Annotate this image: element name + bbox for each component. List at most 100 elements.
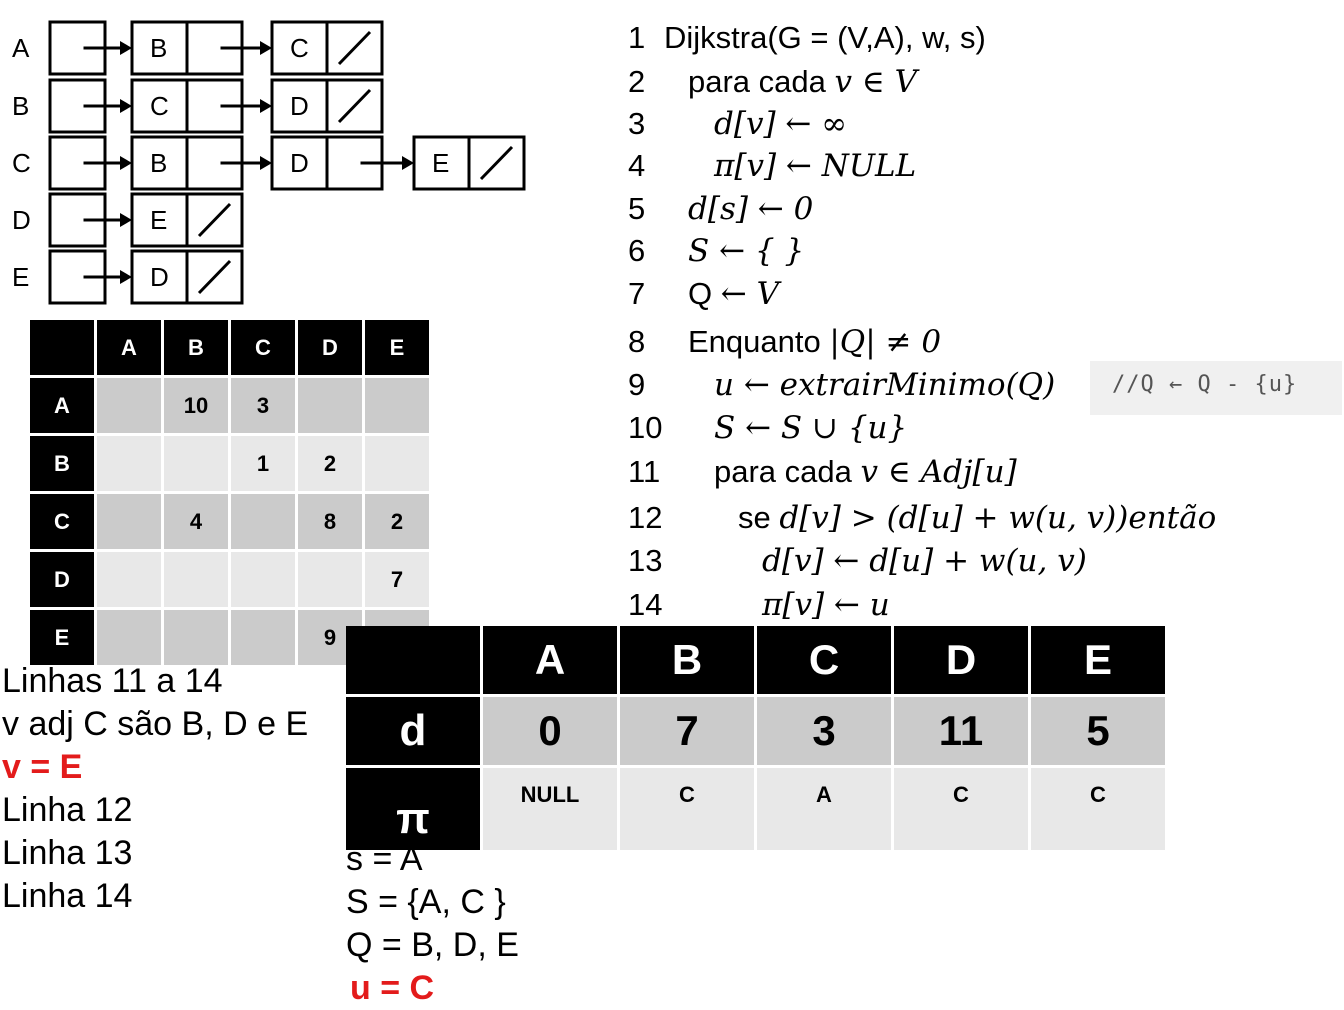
note-line-12: Linha 12 xyxy=(2,791,133,829)
line-number: 7 xyxy=(628,276,646,311)
code-math: d[v] > (d[u] + w(u, v))então xyxy=(779,500,1217,536)
distance-cell: 0 xyxy=(483,697,620,768)
code-math: v ∈ V xyxy=(834,64,918,100)
matrix-column-header: C xyxy=(231,320,298,378)
line-number: 4 xyxy=(628,148,646,183)
code-math: v ∈ Adj[u] xyxy=(860,454,1017,490)
adjacency-vertex-label: B xyxy=(12,91,29,121)
predecessor-cell: C xyxy=(1031,768,1168,853)
state-column-header: A xyxy=(483,626,620,697)
matrix-cell: 8 xyxy=(298,494,365,552)
matrix-column-header: E xyxy=(365,320,432,378)
adjacency-node-value-cell xyxy=(270,135,329,191)
pointer-arrow xyxy=(360,156,414,170)
code-math: S ← { } xyxy=(688,233,805,269)
state-corner xyxy=(346,626,483,697)
predecessor-cell: A xyxy=(757,768,894,853)
code-keyword: Q xyxy=(688,276,721,311)
line-text: d[v] ← d[u] + w(u, v) xyxy=(762,541,1087,581)
code-math: d[s] ← 0 xyxy=(688,191,814,227)
predecessor-cell: NULL xyxy=(483,768,620,853)
matrix-cell xyxy=(298,378,365,436)
state-column-header: B xyxy=(620,626,757,697)
adjacency-node-label: C xyxy=(290,33,309,63)
adjacency-node-label: D xyxy=(290,91,309,121)
note-source: s = A xyxy=(346,840,423,878)
matrix-column-header: A xyxy=(97,320,164,378)
note-set-S: S = {A, C } xyxy=(346,883,506,921)
matrix-cell xyxy=(231,610,298,668)
line-text: para cada v ∈ V xyxy=(688,62,917,102)
line-number: 3 xyxy=(628,106,646,141)
matrix-cell xyxy=(365,436,432,494)
line-text: se d[v] > (d[u] + w(u, v))então xyxy=(738,498,1216,538)
distance-cell: 5 xyxy=(1031,697,1168,768)
matrix-row-header: E xyxy=(30,610,97,668)
note-line-13: Linha 13 xyxy=(2,834,133,872)
matrix-column-header: D xyxy=(298,320,365,378)
predecessor-cell: C xyxy=(620,768,757,853)
adjacency-node-value-cell xyxy=(270,78,329,134)
line-text: u ← extrairMinimo(Q) xyxy=(714,365,1055,405)
matrix-cell xyxy=(298,552,365,610)
note-v-current: v = E xyxy=(2,748,83,786)
adjacency-vertex-label: C xyxy=(12,148,31,178)
distance-cell: 3 xyxy=(757,697,894,768)
line-number: 2 xyxy=(628,64,646,99)
adjacency-head-cell xyxy=(48,135,107,191)
adjacency-node-label: E xyxy=(150,205,167,235)
matrix-cell xyxy=(97,436,164,494)
line-text: Dijkstra(G = (V,A), w, s) xyxy=(664,18,986,58)
line-text: d[s] ← 0 xyxy=(688,189,813,229)
code-text: Dijkstra(G = (V,A), w, s) xyxy=(664,20,986,55)
matrix-cell: 3 xyxy=(231,378,298,436)
matrix-cell xyxy=(164,436,231,494)
state-column-header: E xyxy=(1031,626,1168,697)
line-number: 1 xyxy=(628,20,646,55)
adjacency-node-label: B xyxy=(150,33,167,63)
line-text: π[v] ← u xyxy=(762,585,890,625)
line-number: 12 xyxy=(628,500,663,535)
matrix-cell: 10 xyxy=(164,378,231,436)
adjacency-vertex-label: E xyxy=(12,262,29,292)
line-text: Q ← V xyxy=(688,274,779,314)
code-keyword: para cada xyxy=(688,64,835,99)
line-number: 14 xyxy=(628,587,663,622)
predecessor-cell: C xyxy=(894,768,1031,853)
code-math: d[v] ← d[u] + w(u, v) xyxy=(762,543,1087,579)
code-keyword: para cada xyxy=(714,454,861,489)
matrix-row-header: A xyxy=(30,378,97,436)
predecessor-row-header: π xyxy=(346,768,483,853)
line-number: 11 xyxy=(628,454,661,489)
adjacency-vertex-label: A xyxy=(12,33,30,63)
adjacency-node-value-cell xyxy=(130,249,189,305)
line-number: 13 xyxy=(628,543,663,578)
line-number: 6 xyxy=(628,233,646,268)
code-math: S ← S ∪ {u} xyxy=(714,410,908,446)
distance-cell: 11 xyxy=(894,697,1031,768)
note-u-current: u = C xyxy=(350,969,435,1007)
matrix-cell xyxy=(164,610,231,668)
note-line-14: Linha 14 xyxy=(2,877,133,915)
matrix-cell xyxy=(231,552,298,610)
matrix-cell xyxy=(231,494,298,552)
pointer-arrow xyxy=(220,156,272,170)
line-text: S ← S ∪ {u} xyxy=(714,408,907,448)
pointer-arrow xyxy=(220,99,272,113)
code-math: ← V xyxy=(720,276,779,312)
adjacency-vertex-label: D xyxy=(12,205,31,235)
null-pointer-slash xyxy=(197,259,232,295)
matrix-row-header: C xyxy=(30,494,97,552)
adjacency-node-label: E xyxy=(432,148,449,178)
matrix-cell xyxy=(97,378,164,436)
adjacency-node-label: C xyxy=(150,91,169,121)
line-text: π[v] ← NULL xyxy=(714,146,916,186)
note-queue-Q: Q = B, D, E xyxy=(346,926,519,964)
pointer-arrow xyxy=(83,41,132,55)
distance-cell: 7 xyxy=(620,697,757,768)
matrix-row-header: D xyxy=(30,552,97,610)
